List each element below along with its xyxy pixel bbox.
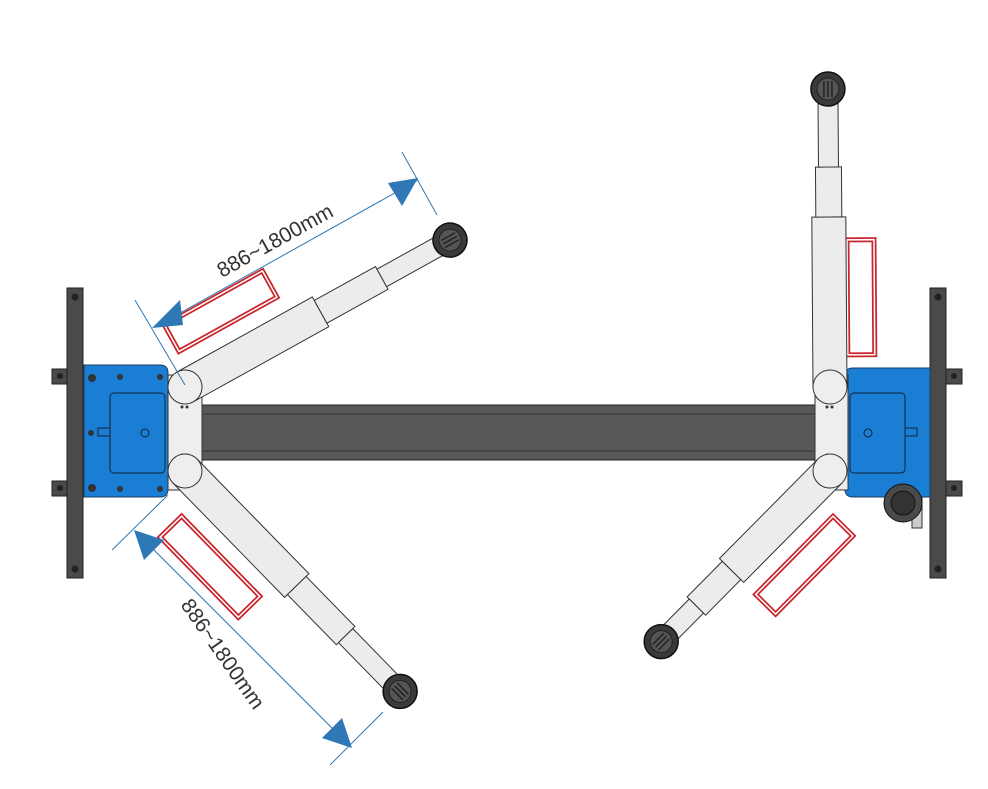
arm-lower-left[interactable] — [127, 447, 425, 748]
arrow-left-icon — [152, 300, 183, 328]
arm-lower-right[interactable] — [636, 447, 886, 697]
left-post — [51, 287, 203, 579]
arrow-right-icon — [388, 178, 418, 206]
arm-upper-left[interactable] — [139, 176, 474, 410]
cross-beam — [194, 404, 821, 461]
dimension-label-upper: 886~1800mm — [213, 200, 337, 283]
arrow-up-left-icon — [134, 530, 164, 560]
arm-upper-right[interactable] — [810, 71, 878, 405]
dimension-label-lower: 886~1800mm — [176, 595, 269, 714]
right-post — [814, 287, 963, 579]
arrow-down-right-icon — [322, 718, 352, 748]
motor-icon — [883, 483, 923, 529]
